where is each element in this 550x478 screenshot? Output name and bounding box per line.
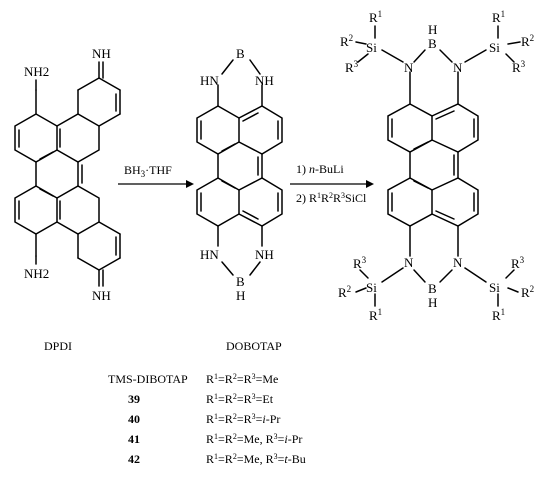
silyl-r1-top-right: R1: [492, 9, 505, 25]
silyl-r2-bottom-left: R2: [338, 284, 351, 300]
silyl-r3-top-right: R3: [512, 59, 526, 75]
table-row-id: 41: [128, 432, 140, 446]
silyl-n-bottom-right: N: [453, 255, 463, 270]
silyl-r1-bottom-left: R1: [369, 307, 382, 323]
dobotap-structure: B HN NH HN NH B H: [196, 46, 283, 303]
label-dpdi: DPDI: [44, 339, 72, 353]
reagent-step1: 1) n-BuLi: [296, 162, 344, 176]
dobotap-h-bottom: H: [236, 288, 245, 303]
silyl-r2-bottom-right: R2: [521, 284, 534, 300]
silyl-r3-bottom-left: R3: [353, 255, 367, 271]
dobotap-nh-top: NH: [255, 73, 274, 88]
silyl-si-bottom-right: Si: [489, 280, 500, 295]
dpdi-nh2-top: NH2: [24, 64, 49, 79]
table-row-formula: R1=R2=R3=Me: [206, 372, 278, 386]
reaction-arrow-1: BH3·THF: [118, 163, 194, 188]
dpdi-nh-top: NH: [92, 46, 111, 61]
reagent-bh3-thf: BH3·THF: [124, 163, 172, 179]
silyl-si-top-left: Si: [366, 40, 377, 55]
table-row-formula: R1=R2=R3=i-Pr: [206, 412, 280, 426]
table-row-formula: R1=R2=R3=Et: [206, 392, 274, 406]
dobotap-b-top: B: [236, 46, 245, 61]
silyl-b-bottom: B: [428, 281, 437, 296]
silyl-n-top-left: N: [404, 60, 414, 75]
silyl-h-bottom: H: [428, 295, 437, 310]
dpdi-nh2-bottom: NH2: [24, 266, 49, 281]
silyl-r2-top-right: R2: [521, 33, 534, 49]
table-row-id: 39: [128, 392, 140, 406]
dpdi-nh-bottom: NH: [92, 288, 111, 303]
silylated-structure: N N B H N N B H Si Si Si Si R1 R2 R3 R1 …: [338, 9, 534, 323]
silyl-h-top: H: [428, 22, 437, 37]
silyl-r3-top-left: R3: [345, 59, 359, 75]
silyl-r2-top-left: R2: [340, 33, 353, 49]
table-row-id: 40: [128, 412, 140, 426]
silyl-r1-top-left: R1: [369, 9, 382, 25]
table-row-id: TMS-DIBOTAP: [108, 372, 188, 386]
silyl-n-bottom-left: N: [404, 255, 414, 270]
silyl-si-top-right: Si: [489, 40, 500, 55]
table-row-formula: R1=R2=Me, R3=i-Pr: [206, 432, 302, 446]
dobotap-hn-bottom: HN: [200, 247, 219, 262]
silyl-n-top-right: N: [453, 60, 463, 75]
table-row-id: 42: [128, 452, 140, 466]
reagent-step2: 2) R1R2R3SiCl: [296, 191, 367, 205]
reaction-arrow-2: 1) n-BuLi 2) R1R2R3SiCl: [290, 162, 374, 205]
silyl-b-top: B: [428, 36, 437, 51]
dobotap-b-bottom: B: [236, 274, 245, 289]
label-dobotap: DOBOTAP: [226, 339, 282, 353]
table-row-formula: R1=R2=Me, R3=t-Bu: [206, 452, 306, 466]
silyl-r3-bottom-right: R3: [511, 255, 525, 271]
dobotap-nh-bottom: NH: [255, 247, 274, 262]
silyl-si-bottom-left: Si: [366, 280, 377, 295]
silyl-r1-bottom-right: R1: [492, 307, 505, 323]
dpdi-structure: NH2 NH NH2 NH: [14, 46, 121, 303]
dobotap-hn-top: HN: [200, 73, 219, 88]
